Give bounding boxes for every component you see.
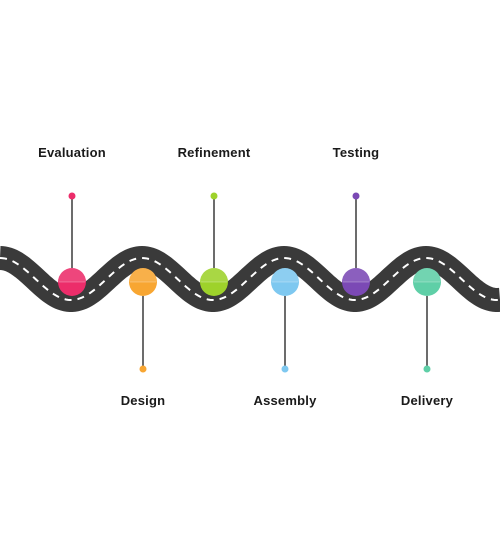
milestone-circle-icon (129, 268, 157, 296)
milestone-highlight (413, 268, 441, 282)
milestone-circle-icon (271, 268, 299, 296)
milestone-highlight (342, 268, 370, 282)
stage-label-testing: Testing (332, 145, 380, 160)
milestone-highlight (129, 268, 157, 282)
pin-dot-icon (281, 365, 289, 373)
stage-label-delivery: Delivery (400, 393, 454, 408)
stage-markers (58, 192, 441, 373)
pin-dot-icon (423, 365, 431, 373)
stage-label-refinement: Refinement (177, 145, 251, 160)
milestone-circle-icon (200, 268, 228, 296)
stage-label-evaluation: Evaluation (38, 145, 106, 160)
road-center-dashes (0, 256, 500, 301)
pin-dot-icon (352, 192, 360, 200)
milestone-highlight (58, 268, 86, 282)
milestone-highlight (271, 268, 299, 282)
milestone-highlight (200, 268, 228, 282)
stage-label-design: Design (120, 393, 166, 408)
road (0, 245, 500, 312)
pin-dot-icon (68, 192, 76, 200)
milestone-circle-icon (342, 268, 370, 296)
milestone-circle-icon (413, 268, 441, 296)
stage-label-assembly: Assembly (253, 393, 317, 408)
pin-dot-icon (139, 365, 147, 373)
pin-dot-icon (210, 192, 218, 200)
milestone-circle-icon (58, 268, 86, 296)
